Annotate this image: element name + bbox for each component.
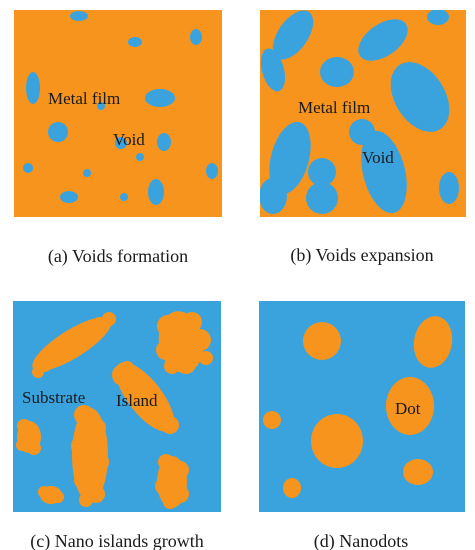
void [390, 62, 450, 132]
panel-c-label-substrate: Substrate [22, 388, 85, 407]
panel-c: Substrate Island [13, 301, 221, 512]
panel-d: Dot [259, 301, 465, 512]
void [206, 163, 218, 179]
void [128, 37, 142, 47]
void [361, 130, 407, 214]
void [260, 178, 287, 214]
island [155, 454, 189, 509]
panel-a: Metal film Void [14, 10, 222, 217]
panel-a-caption: (a) Voids formation [48, 246, 188, 267]
void [136, 153, 144, 161]
void [115, 137, 127, 149]
panel-c-islands [16, 311, 213, 509]
void [97, 102, 105, 110]
void [306, 182, 338, 214]
panel-b: Metal film Void [260, 10, 466, 217]
island [32, 312, 116, 378]
void [60, 191, 78, 203]
void [157, 133, 171, 151]
dot [263, 411, 281, 429]
void [439, 172, 459, 204]
void [48, 122, 68, 142]
dot [283, 478, 301, 498]
void [260, 48, 286, 92]
panel-a-voids [23, 11, 218, 205]
dot [386, 377, 434, 435]
panel-a-label-metal-film: Metal film [48, 89, 120, 108]
panel-d-dots [263, 316, 453, 498]
panel-b-voids [260, 10, 459, 214]
void [358, 19, 408, 61]
void [272, 10, 314, 60]
panel-c-label-island: Island [116, 391, 158, 410]
panel-a-label-void: Void [113, 130, 145, 149]
void [190, 29, 202, 45]
void [70, 11, 88, 21]
panel-b-label-metal-film: Metal film [298, 98, 370, 117]
panel-b-label-void: Void [362, 148, 394, 167]
dot [311, 414, 363, 468]
void [269, 121, 311, 195]
panel-d-label-dot: Dot [395, 399, 421, 418]
dot [413, 316, 453, 368]
void [23, 163, 33, 173]
dot [403, 459, 433, 485]
void [83, 169, 91, 177]
panel-a-metal-film-background [14, 10, 222, 217]
panel-d-caption: (d) Nanodots [314, 531, 408, 550]
void [320, 57, 354, 87]
panel-b-caption: (b) Voids expansion [290, 245, 433, 266]
void [148, 179, 164, 205]
island [156, 311, 213, 374]
void [427, 10, 449, 25]
void [145, 89, 175, 107]
panel-c-caption: (c) Nano islands growth [30, 531, 203, 550]
island [71, 405, 109, 507]
dot [303, 322, 341, 360]
void [26, 72, 40, 104]
island [112, 361, 179, 434]
island [38, 486, 64, 504]
island [16, 419, 41, 455]
void [120, 193, 128, 201]
void [308, 158, 336, 186]
